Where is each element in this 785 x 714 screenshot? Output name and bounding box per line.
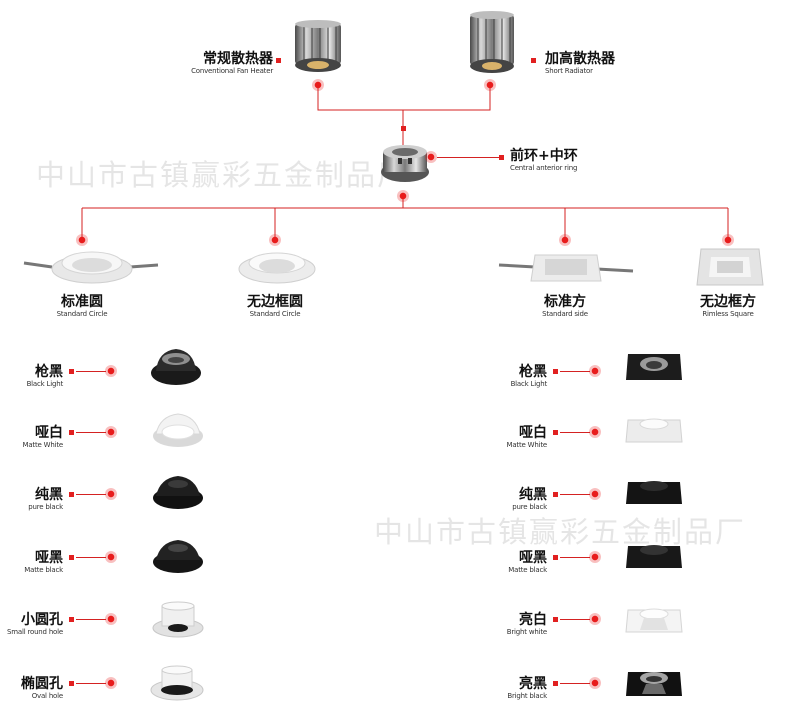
marker-square bbox=[553, 492, 558, 497]
marker-square bbox=[69, 492, 74, 497]
marker-square bbox=[69, 555, 74, 560]
front-middle-ring-image bbox=[381, 145, 429, 182]
connector-dot bbox=[76, 234, 88, 246]
connector-dot bbox=[589, 365, 601, 377]
square-reflector-gun-black-image bbox=[626, 354, 682, 380]
marker-square bbox=[553, 555, 558, 560]
connector-line bbox=[76, 494, 106, 495]
rimless-square-trim-image bbox=[696, 248, 764, 286]
rimless-circle-trim-image bbox=[238, 252, 316, 284]
connector-dot bbox=[559, 234, 571, 246]
marker-square bbox=[69, 430, 74, 435]
connector-dot bbox=[589, 677, 601, 689]
connector-dot bbox=[589, 613, 601, 625]
marker-square bbox=[531, 58, 536, 63]
square-reflector-bright-white-image bbox=[625, 608, 683, 633]
round-reflector-small-hole-image bbox=[152, 601, 204, 638]
marker-square bbox=[553, 617, 558, 622]
round-reflector-matte-white-image bbox=[153, 413, 203, 447]
conventional-heatsink-image bbox=[295, 20, 341, 72]
connector-dot bbox=[425, 151, 437, 163]
short-radiator-image bbox=[470, 11, 514, 73]
connector-dot bbox=[397, 190, 409, 202]
connector-dot bbox=[484, 79, 496, 91]
connector-line bbox=[560, 494, 590, 495]
connector-line bbox=[76, 371, 106, 372]
watermark: 中山市古镇赢彩五金制品厂 bbox=[36, 158, 409, 192]
marker-square bbox=[69, 617, 74, 622]
connector-dot bbox=[722, 234, 734, 246]
connector-dot bbox=[269, 234, 281, 246]
marker-square bbox=[276, 58, 281, 63]
connector-dot bbox=[105, 551, 117, 563]
connector-dot bbox=[589, 488, 601, 500]
round-reflector-gun-black-image bbox=[151, 349, 201, 385]
connector-dot bbox=[105, 488, 117, 500]
round-reflector-matte-black-image bbox=[153, 540, 203, 573]
connector-dot bbox=[105, 426, 117, 438]
connector-line bbox=[560, 371, 590, 372]
marker-square bbox=[69, 681, 74, 686]
square-reflector-matte-black-image bbox=[626, 545, 682, 568]
marker-square bbox=[553, 681, 558, 686]
marker-square bbox=[499, 155, 504, 160]
connector-dot bbox=[105, 613, 117, 625]
connector-line bbox=[437, 157, 499, 158]
marker-square bbox=[401, 126, 406, 131]
connector-line bbox=[76, 619, 106, 620]
connector-line bbox=[76, 432, 106, 433]
connector-dot bbox=[105, 677, 117, 689]
connector-dot bbox=[312, 79, 324, 91]
connector-dot bbox=[589, 426, 601, 438]
watermark: 中山市古镇赢彩五金制品厂 bbox=[374, 515, 747, 549]
connector-dot bbox=[105, 365, 117, 377]
standard-circle-trim-image bbox=[23, 251, 159, 284]
marker-square bbox=[553, 369, 558, 374]
connector-dot bbox=[589, 551, 601, 563]
round-reflector-oval-hole-image bbox=[150, 665, 204, 701]
connector-line bbox=[560, 683, 590, 684]
connector-line bbox=[560, 619, 590, 620]
square-reflector-matte-white-image bbox=[625, 418, 683, 443]
round-reflector-pure-black-image bbox=[153, 476, 203, 509]
connector-line bbox=[76, 557, 106, 558]
square-reflector-pure-black-image bbox=[626, 481, 682, 504]
standard-square-trim-image bbox=[498, 254, 634, 282]
marker-square bbox=[553, 430, 558, 435]
connector-line bbox=[560, 432, 590, 433]
connector-line bbox=[76, 683, 106, 684]
connector-line bbox=[560, 557, 590, 558]
marker-square bbox=[69, 369, 74, 374]
square-reflector-bright-black-image bbox=[626, 672, 682, 696]
